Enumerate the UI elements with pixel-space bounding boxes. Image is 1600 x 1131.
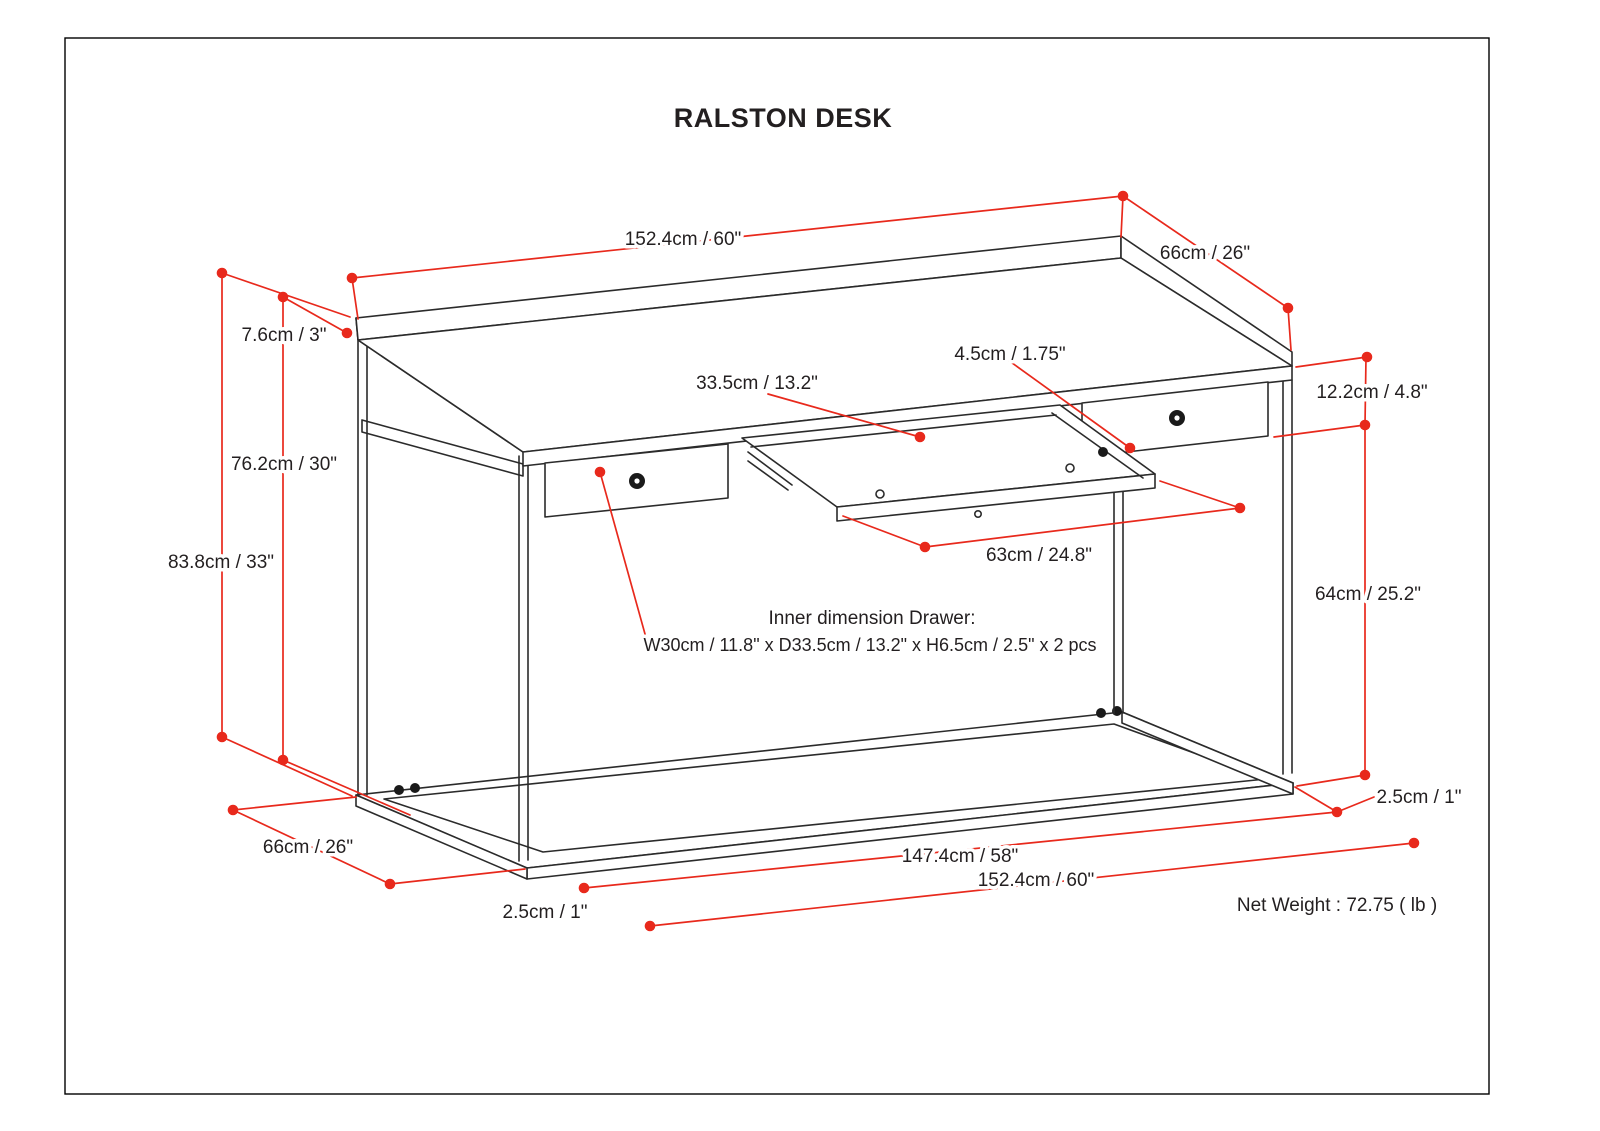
dim-label-top-depth: 66cm / 26" xyxy=(1160,243,1250,264)
dim-leg-clearance xyxy=(1296,424,1371,787)
dimension-annotations xyxy=(216,190,1420,932)
diagram-border xyxy=(64,37,1490,1095)
dim-label-frame-tube-front: 2.5cm / 1" xyxy=(503,902,588,923)
drawer-note-detail: W30cm / 11.8" x D33.5cm / 13.2" x H6.5cm… xyxy=(643,635,1096,655)
dim-base-depth xyxy=(227,796,526,890)
foot-glide xyxy=(1096,708,1106,718)
dim-total-height xyxy=(216,267,353,797)
dim-base-width xyxy=(644,837,1420,932)
keyboard-tray xyxy=(741,404,1156,522)
dim-tray-depth xyxy=(767,393,926,443)
drawer-note-heading: Inner dimension Drawer: xyxy=(769,608,976,629)
dim-label-top-width: 152.4cm / 60" xyxy=(625,229,742,250)
dim-desktop-height xyxy=(277,296,411,816)
page-title: RALSTON DESK xyxy=(674,103,893,133)
tray-screw xyxy=(875,489,885,499)
dim-label-leg-clearance: 64cm / 25.2" xyxy=(1315,584,1421,605)
dim-label-frame-tube-right: 2.5cm / 1" xyxy=(1377,787,1462,808)
dim-label-base-inner-width: 147.4cm / 58" xyxy=(902,846,1019,867)
dim-label-base-width: 152.4cm / 60" xyxy=(978,870,1095,891)
desk-top xyxy=(355,235,1293,467)
dim-label-tray-clearance: 4.5cm / 1.75" xyxy=(954,344,1065,365)
dim-frame-tube-right xyxy=(1341,796,1375,811)
dim-label-tray-width: 63cm / 24.8" xyxy=(986,545,1092,566)
dim-top-depth xyxy=(1122,195,1294,351)
tray-screw xyxy=(973,509,982,518)
tray-slide-bracket xyxy=(1098,447,1108,457)
net-weight-label: Net Weight : 72.75 ( lb ) xyxy=(1237,895,1437,916)
drawer-knob-center xyxy=(634,478,640,484)
drawer-note-leader xyxy=(594,466,651,653)
dim-base-inner-width xyxy=(578,786,1343,894)
dim-label-base-depth: 66cm / 26" xyxy=(263,837,353,858)
dim-label-total-height: 83.8cm / 33" xyxy=(168,552,274,573)
dim-tray-clearance xyxy=(1007,359,1136,454)
dim-label-apron-height: 12.2cm / 4.8" xyxy=(1316,382,1427,403)
desk-side-support xyxy=(361,419,524,477)
tray-screw xyxy=(1065,463,1075,473)
dim-label-rail-height: 7.6cm / 3" xyxy=(242,325,327,346)
dim-label-desktop-height: 76.2cm / 30" xyxy=(231,454,337,475)
desk-base-frame xyxy=(355,706,1294,880)
drawer-knob-center xyxy=(1174,415,1180,421)
foot-glide xyxy=(410,783,420,793)
dim-tray-width xyxy=(842,480,1246,553)
left-drawer xyxy=(544,443,729,518)
dim-label-tray-depth: 33.5cm / 13.2" xyxy=(696,373,818,394)
foot-glide xyxy=(394,785,404,795)
desk-line-art xyxy=(355,235,1294,880)
